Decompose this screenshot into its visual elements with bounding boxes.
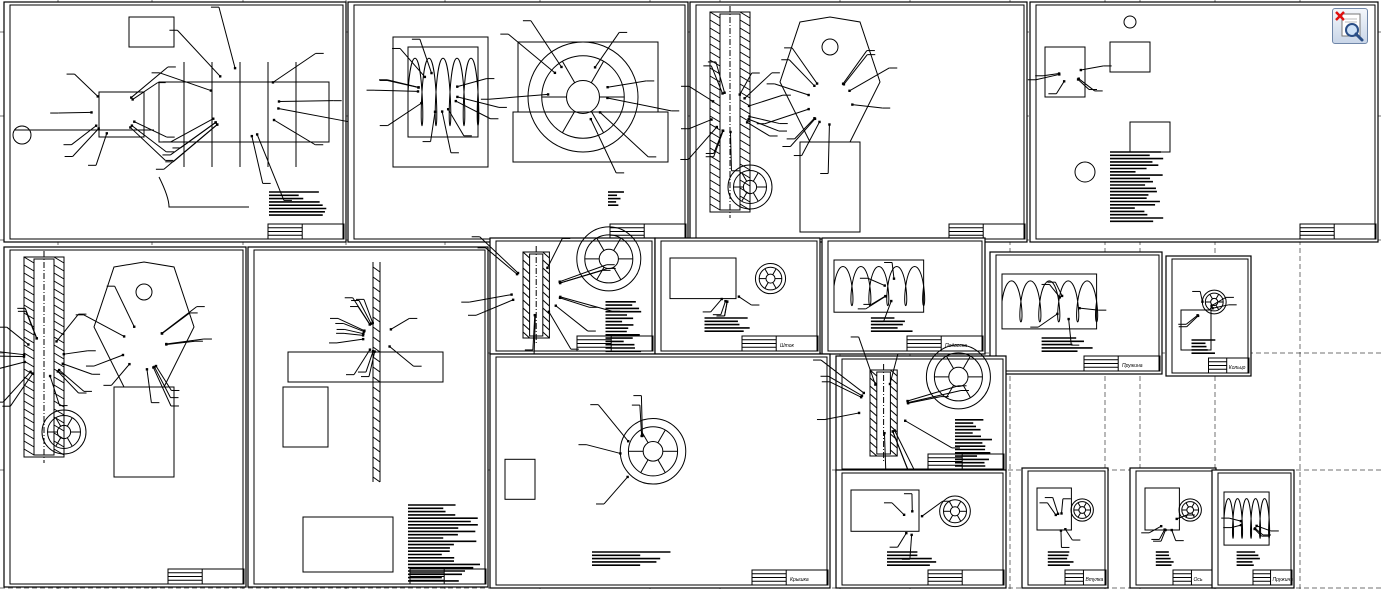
drawing-sheet[interactable] [1027, 1, 1379, 243]
title-block-stamp: Кольцо [1229, 365, 1246, 371]
drawing-sheet[interactable]: Шток [654, 237, 821, 355]
drawing-sheet[interactable] [680, 1, 1028, 243]
drawing-sheet[interactable]: Подвеска [821, 237, 986, 355]
drawing-sheet[interactable] [835, 469, 1007, 589]
drawing-sheet[interactable]: Кольцо [1165, 255, 1252, 377]
title-block-stamp: Шток [780, 343, 794, 349]
drawing-sheet[interactable]: Крышка [489, 353, 831, 589]
title-block-stamp: Втулка [1086, 577, 1104, 583]
drawing-sheet[interactable]: Пружина [989, 251, 1163, 375]
title-block-stamp: Подвеска [945, 343, 967, 349]
title-block-stamp: Пружина [1273, 577, 1294, 583]
drawing-sheet[interactable] [247, 246, 489, 588]
drawing-sheet[interactable]: Втулка [1021, 467, 1109, 589]
drawing-sheet[interactable] [0, 246, 247, 588]
zoom-tool-button[interactable] [1332, 8, 1368, 44]
drawing-sheet[interactable] [813, 336, 1007, 504]
title-block-stamp: Крышка [790, 577, 809, 583]
zoom-close-magnifier-icon [1335, 11, 1364, 42]
drawing-sheet[interactable] [347, 1, 689, 243]
title-block-stamp: Ось [1194, 577, 1203, 583]
title-block-stamp: Пружина [1122, 363, 1143, 369]
drawing-sheet[interactable]: Пружина [1211, 469, 1295, 589]
drawing-sheet[interactable] [3, 1, 358, 243]
drawing-sheet[interactable]: Ось [1129, 467, 1217, 589]
